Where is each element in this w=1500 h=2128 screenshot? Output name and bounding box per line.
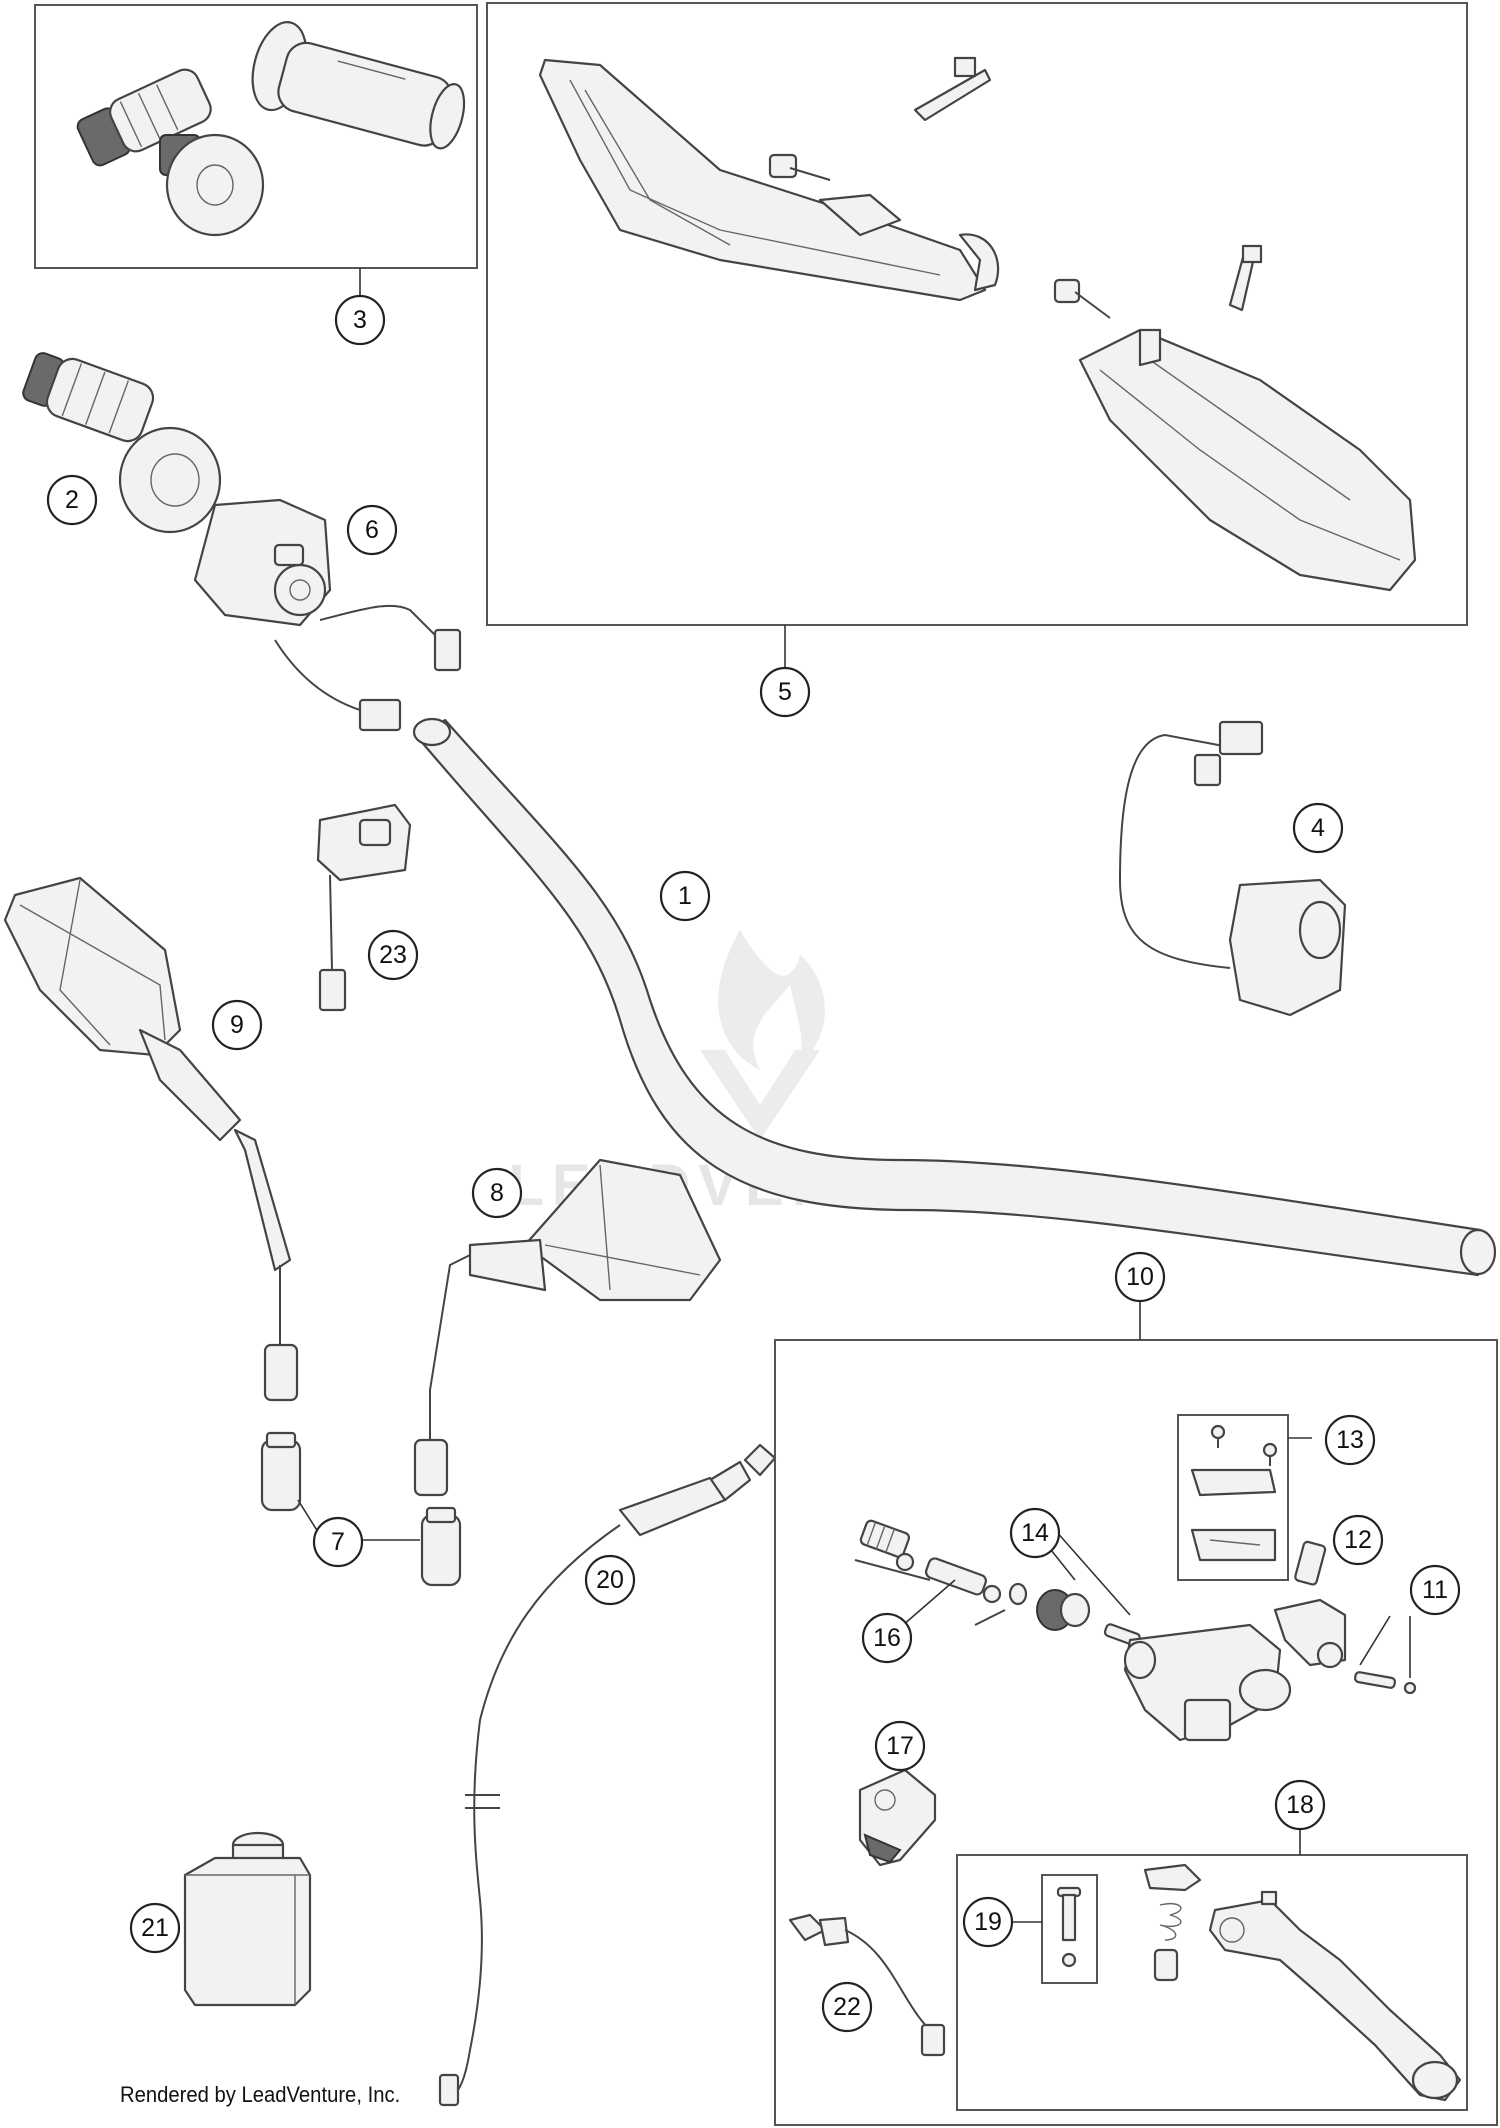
callout-2: 2 [46, 474, 98, 526]
svg-text:17: 17 [886, 1732, 914, 1760]
callout-10: 10 [1114, 1251, 1166, 1303]
hand-guard-left-illustration [538, 56, 1000, 302]
svg-text:21: 21 [141, 1914, 169, 1942]
grip-set-illustration [76, 21, 466, 237]
svg-text:1: 1 [678, 882, 692, 910]
callout-3: 3 [334, 294, 386, 346]
svg-text:8: 8 [490, 1179, 504, 1207]
pivot-pin-illustration [1353, 1671, 1417, 1695]
svg-text:5: 5 [778, 678, 792, 706]
left-switch-illustration [193, 498, 462, 732]
clutch-lever-illustration [1208, 1890, 1462, 2102]
right-switch-illustration [1118, 720, 1347, 1017]
clutch-switch-illustration [788, 1913, 946, 2057]
bar-end-weights-illustration [260, 1431, 462, 1587]
svg-text:7: 7 [331, 1528, 345, 1556]
callout-5: 5 [759, 666, 811, 718]
master-cylinder-body-illustration [1123, 1598, 1347, 1742]
hand-guard-right-illustration [1053, 244, 1417, 592]
callout-16: 16 [861, 1612, 913, 1664]
render-credit: Rendered by LeadVenture, Inc. [120, 2082, 401, 2107]
svg-text:13: 13 [1336, 1426, 1364, 1454]
svg-text:9: 9 [230, 1011, 244, 1039]
callout-8: 8 [471, 1167, 523, 1219]
callout-21: 21 [129, 1902, 181, 1954]
left-mirror-illustration [3, 876, 299, 1402]
svg-text:12: 12 [1344, 1526, 1372, 1554]
callout-1: 1 [659, 870, 711, 922]
handlebar-illustration [412, 717, 1497, 1277]
svg-text:20: 20 [596, 1566, 624, 1594]
callout-11: 11 [1409, 1564, 1461, 1616]
callout-14: 14 [1009, 1507, 1061, 1559]
callout-7: 7 [312, 1516, 364, 1568]
reservoir-cover-box [1177, 1414, 1289, 1581]
lever-pin-illustration [1056, 1886, 1082, 1968]
callout-19: 19 [962, 1896, 1014, 1948]
svg-text:6: 6 [365, 516, 379, 544]
callout-18: 18 [1274, 1779, 1326, 1831]
piston-set-illustration [854, 1519, 1028, 1626]
lever-spring-illustration [1143, 1863, 1202, 1982]
clutch-master-cylinder-kit-box [774, 1339, 1498, 2126]
clutch-cable-illustration [438, 1443, 777, 2107]
callout-22: 22 [821, 1981, 873, 2033]
boot-and-pin-illustration [1036, 1589, 1141, 1647]
callout-17: 17 [874, 1720, 926, 1772]
svg-text:2: 2 [65, 486, 79, 514]
svg-text:19: 19 [974, 1908, 1002, 1936]
callout-20: 20 [584, 1554, 636, 1606]
reservoir-cover-illustration [1190, 1424, 1278, 1562]
callouts: 1 2 3 4 5 6 7 8 9 10 11 12 13 14 16 17 1… [46, 294, 1461, 2033]
svg-text:3: 3 [353, 306, 367, 334]
callout-9: 9 [211, 999, 263, 1051]
throttle-grip-illustration [22, 352, 222, 534]
svg-text:18: 18 [1286, 1791, 1314, 1819]
callout-12: 12 [1332, 1514, 1384, 1566]
svg-text:14: 14 [1021, 1519, 1049, 1547]
svg-text:23: 23 [379, 941, 407, 969]
svg-text:4: 4 [1311, 814, 1325, 842]
lever-pin-box [1041, 1874, 1098, 1984]
grips-kit-box [34, 4, 478, 269]
screw-illustration [1294, 1540, 1327, 1586]
right-mirror-illustration [413, 1158, 722, 1497]
callout-4: 4 [1292, 802, 1344, 854]
callout-23: 23 [367, 929, 419, 981]
svg-text:10: 10 [1126, 1263, 1154, 1291]
callout-13: 13 [1324, 1414, 1376, 1466]
fluid-bottle-illustration [183, 1831, 312, 2007]
svg-text:11: 11 [1422, 1576, 1448, 1604]
clamp-illustration [858, 1768, 937, 1867]
hand-guard-kit-box [486, 2, 1468, 626]
callout-6: 6 [346, 504, 398, 556]
svg-text:22: 22 [833, 1993, 861, 2021]
svg-text:16: 16 [873, 1624, 901, 1652]
clutch-lever-kit-box [956, 1854, 1468, 2111]
small-switch-illustration [316, 803, 412, 1012]
leader-lines [297, 268, 1411, 1923]
